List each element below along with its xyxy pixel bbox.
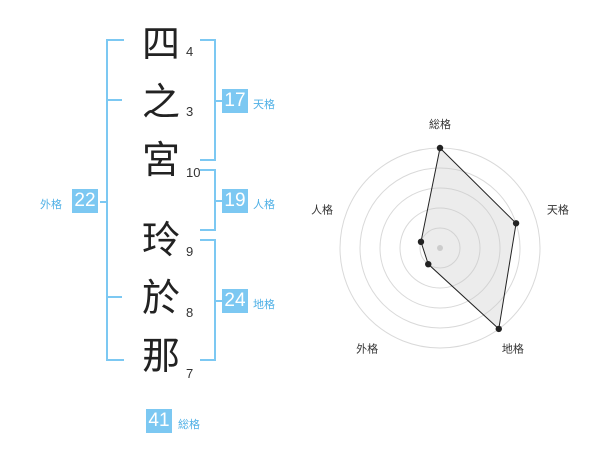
radar-point-4 (425, 260, 432, 268)
gaikaku-bracket-tick (106, 99, 122, 101)
chikaku-bracket-connector (215, 300, 223, 302)
gaikaku-value: 22 (72, 189, 98, 213)
radar-axis-label-4: 外格 (356, 341, 378, 355)
jinkaku-label: 人格 (253, 198, 275, 211)
name-char-1: 四 (141, 22, 180, 66)
name-char-6: 那 (141, 334, 180, 378)
name-char-2: 之 (141, 80, 180, 124)
jinkaku-bracket-connector (215, 200, 223, 202)
stroke-count-4: 9 (186, 244, 194, 259)
stroke-count-1: 4 (186, 44, 194, 59)
radar-point-5 (417, 238, 425, 246)
tenkaku-label: 天格 (253, 98, 275, 111)
stroke-count-2: 3 (186, 104, 194, 119)
stroke-count-3: 10 (186, 165, 201, 180)
radar-center (437, 245, 443, 251)
radar-axis-label-3: 地格 (502, 341, 524, 355)
jinkaku-value: 19 (222, 189, 248, 213)
radar-ring (419, 227, 461, 269)
name-char-5: 於 (141, 276, 180, 320)
name-char-3: 宮 (141, 138, 180, 182)
soukaku-value: 41 (146, 409, 172, 433)
radar-point-2 (512, 220, 520, 227)
radar-ring (379, 187, 501, 309)
radar-point-3 (495, 325, 502, 333)
gaikaku-label: 外格 (40, 198, 62, 211)
gaikaku-bracket-connector (100, 201, 108, 203)
gaikaku-bracket (106, 39, 124, 361)
radar-axis-label-5: 人格 (311, 203, 333, 217)
radar-ring (359, 167, 521, 329)
radar-axis-label-2: 天格 (547, 203, 569, 217)
radar-ring (399, 207, 481, 289)
stroke-count-5: 8 (186, 305, 194, 320)
gaikaku-bracket-tick (106, 296, 122, 298)
chikaku-value: 24 (222, 289, 248, 313)
tenkaku-bracket-connector (215, 100, 223, 102)
radar-point-1 (436, 144, 444, 152)
radar-area (420, 146, 517, 330)
radar-axis-label-1: 総格 (429, 117, 451, 131)
name-char-4: 玲 (141, 218, 180, 262)
tenkaku-value: 17 (222, 89, 248, 113)
chikaku-label: 地格 (253, 298, 275, 311)
stroke-count-6: 7 (186, 366, 194, 381)
soukaku-label: 総格 (178, 418, 200, 431)
